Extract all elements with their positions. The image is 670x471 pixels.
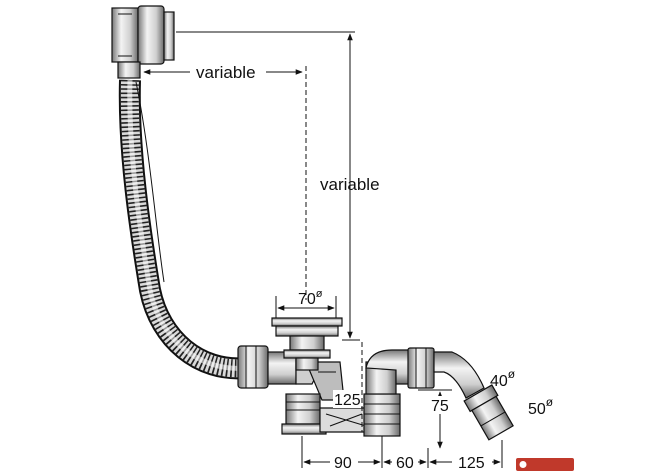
label-dim-50: 50ø [528,395,554,418]
label-dim-125-horizontal: 125 [458,455,485,471]
overflow-head [111,5,175,79]
trap-riser [365,347,435,395]
dimension-lines [143,31,503,468]
label-dim-90: 90 [334,455,352,471]
corrugated-hose [118,79,246,380]
label-dim-60: 60 [396,455,414,471]
label-125-bg [333,390,361,408]
label-dim-125-vertical: 125 [334,392,361,409]
overflow-elbow [237,345,345,401]
drain-base [281,393,401,437]
label-dim-70: 70ø [298,288,323,308]
label-dim-40: 40ø [490,367,516,390]
label-dim-75: 75 [431,398,449,415]
watermark-badge [516,458,574,471]
label-variable-vertical: variable [320,175,380,194]
label-variable-horizontal: variable [196,63,256,82]
angled-outlet [433,351,514,441]
drain-valve [271,317,343,371]
label-75-bg [429,396,451,414]
